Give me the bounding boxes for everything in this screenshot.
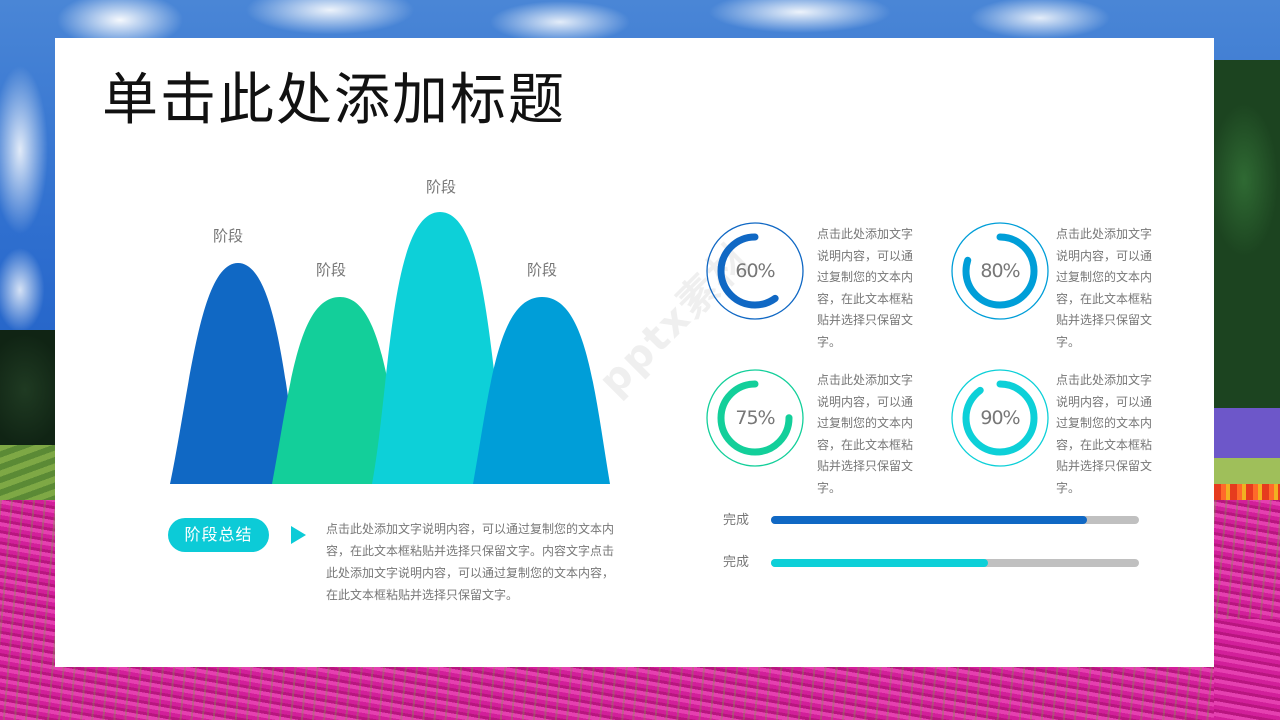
trees-right — [1214, 60, 1280, 410]
lavender-field — [1214, 408, 1280, 458]
play-arrow-icon — [291, 526, 306, 544]
slide-title[interactable]: 单击此处添加标题 — [102, 68, 566, 133]
ring-gauge-2: 80% — [950, 221, 1050, 321]
slide-card: 单击此处添加标题 pptx素材 阶段 阶段 阶段 阶段 阶段总结 点击此处添加文… — [55, 38, 1214, 667]
stage-label-3: 阶段 — [425, 178, 456, 196]
ring-gauge-4: 90% — [950, 368, 1050, 468]
ring-value-2: 80% — [980, 260, 1020, 282]
progress-bar-2 — [771, 559, 1139, 567]
stage-label-2: 阶段 — [315, 261, 346, 279]
summary-text[interactable]: 点击此处添加文字说明内容，可以通过复制您的文本内容，在此文本框粘贴并选择只保留文… — [326, 522, 615, 602]
mountain-stage-2 — [272, 297, 405, 484]
progress-fill-1 — [771, 516, 1088, 524]
progress-fill-2 — [771, 559, 989, 567]
ring-value-4: 90% — [980, 407, 1020, 429]
ring-desc-4[interactable]: 点击此处添加文字说明内容，可以通过复制您的文本内容，在此文本框粘贴并选择只保留文… — [1056, 373, 1153, 495]
mountain-shapes — [170, 212, 610, 484]
stage-label-4: 阶段 — [526, 261, 557, 279]
ring-value-3: 75% — [735, 407, 775, 429]
progress-label-1: 完成 — [723, 513, 750, 528]
ring-value-1: 60% — [735, 260, 775, 282]
ring-desc-2[interactable]: 点击此处添加文字说明内容，可以通过复制您的文本内容，在此文本框粘贴并选择只保留文… — [1056, 227, 1153, 349]
progress-bar-1 — [771, 516, 1139, 524]
mountain-stage-4 — [473, 297, 610, 484]
ring-desc-3[interactable]: 点击此处添加文字说明内容，可以通过复制您的文本内容，在此文本框粘贴并选择只保留文… — [817, 373, 914, 495]
progress-label-2: 完成 — [723, 555, 750, 570]
trees-left — [0, 330, 56, 450]
ring-gauge-3: 75% — [705, 368, 805, 468]
ring-desc-1[interactable]: 点击此处添加文字说明内容，可以通过复制您的文本内容，在此文本框粘贴并选择只保留文… — [817, 227, 914, 349]
ring-gauge-1: 60% — [705, 221, 805, 321]
stage-summary-button[interactable]: 阶段总结 — [168, 518, 269, 552]
grass-strip — [1214, 458, 1280, 484]
stage-label-1: 阶段 — [212, 227, 243, 245]
pink-flower-field-right — [1214, 619, 1280, 720]
stage-mountain-chart: 阶段 阶段 阶段 阶段 — [160, 168, 630, 488]
mountain-stage-3 — [372, 212, 510, 484]
mountain-stage-1 — [170, 263, 300, 484]
